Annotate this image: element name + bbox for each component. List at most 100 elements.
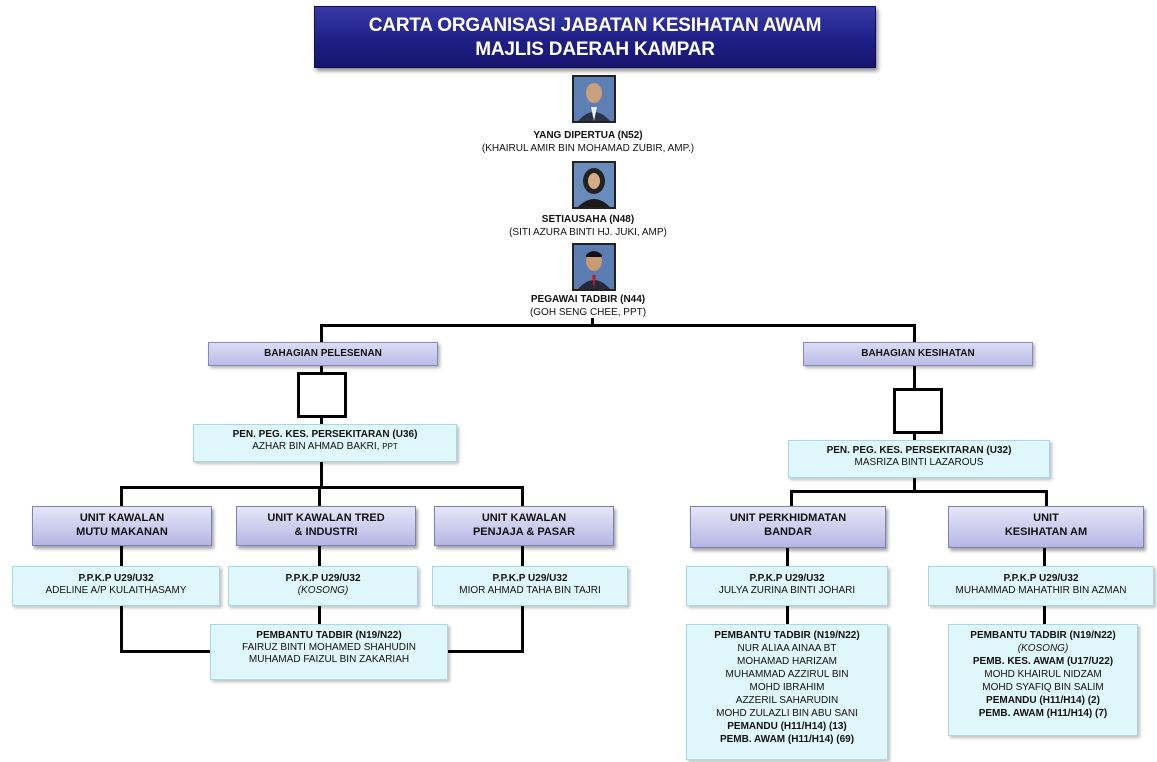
ppkp-box-perkhidmatan-bandar: P.P.K.P U29/U32 JULYA ZURINA BINTI JOHAR… bbox=[686, 566, 888, 606]
staff-box-pelesenan: PEMBANTU TADBIR (N19/N22) FAIRUZ BINTI M… bbox=[210, 624, 448, 680]
ppkp-title: P.P.K.P U29/U32 bbox=[492, 573, 568, 584]
officer-right-name: MASRIZA BINTI LAZAROUS bbox=[854, 457, 984, 468]
connector-left-units-horizontal bbox=[120, 486, 524, 489]
connector bbox=[1043, 548, 1046, 568]
connector bbox=[120, 546, 123, 568]
staff-name: FAIRUZ BINTI MOHAMED SHAHUDIN bbox=[242, 642, 416, 653]
connector bbox=[913, 478, 916, 492]
ppkp-title: P.P.K.P U29/U32 bbox=[78, 573, 154, 584]
ppkp-name: JULYA ZURINA BINTI JOHARI bbox=[718, 585, 856, 596]
connector bbox=[786, 606, 789, 624]
unit-label-line2: BANDAR bbox=[764, 526, 812, 538]
connector bbox=[446, 650, 524, 653]
unit-label-line1: UNIT PERKHIDMATAN bbox=[729, 512, 847, 524]
unit-label-line1: UNIT bbox=[1033, 512, 1059, 524]
ppkp-title: P.P.K.P U29/U32 bbox=[1003, 573, 1079, 584]
staff-title: PEMBANTU TADBIR (N19/N22) bbox=[970, 630, 1116, 641]
staff-name: MUHAMMAD AZZIRUL BIN bbox=[725, 669, 849, 680]
staff-subtitle: PEMB. KES. AWAM (U17/U22) bbox=[972, 656, 1114, 667]
connector bbox=[790, 490, 793, 508]
ppkp-name: (KOSONG) bbox=[297, 585, 349, 596]
connector bbox=[521, 546, 524, 568]
pegawai-tadbir-name: (GOH SENG CHEE, PPT) bbox=[529, 307, 647, 318]
unit-mutu-makanan: UNIT KAWALAN MUTU MAKANAN bbox=[32, 506, 212, 546]
officer-left-suffix: PPT bbox=[382, 442, 398, 451]
unit-kesihatan-am: UNIT KESIHATAN AM bbox=[948, 506, 1144, 548]
connector bbox=[120, 650, 212, 653]
yang-dipertua-photo bbox=[572, 75, 616, 123]
connector-top-stem bbox=[591, 318, 594, 326]
connector-left-drop bbox=[320, 324, 323, 344]
staff-pemandu: PEMANDU (H11/H14) (13) bbox=[727, 721, 847, 732]
connector bbox=[521, 606, 524, 652]
officer-left-title: PEN. PEG. KES. PERSEKITARAN (U36) bbox=[232, 429, 418, 440]
staff-pemandu: PEMANDU (H11/H14) (2) bbox=[986, 695, 1100, 706]
connector bbox=[320, 462, 323, 488]
staff-title: PEMBANTU TADBIR (N19/N22) bbox=[256, 630, 402, 641]
unit-label-line2: & INDUSTRI bbox=[294, 526, 358, 538]
staff-name: MOHD SYAFIQ BIN SALIM bbox=[982, 682, 1104, 693]
connector-right-units-horizontal bbox=[790, 490, 1048, 493]
officer-right-box: PEN. PEG. KES. PERSEKITARAN (U32) MASRIZ… bbox=[788, 440, 1050, 478]
connector bbox=[521, 486, 524, 508]
staff-name: MOHD ZULAZLI BIN ABU SANI bbox=[716, 708, 858, 719]
connector bbox=[913, 434, 916, 442]
staff-name: NUR ALIAA AINAA BT bbox=[737, 643, 837, 654]
unit-label-line2: KESIHATAN AM bbox=[1004, 526, 1088, 538]
yang-dipertua-name: (KHAIRUL AMIR BIN MOHAMAD ZUBIR, AMP.) bbox=[481, 143, 695, 154]
connector bbox=[120, 486, 123, 508]
staff-pemb-awam: PEMB. AWAM (H11/H14) (69) bbox=[719, 734, 855, 745]
connector bbox=[1043, 606, 1046, 624]
unit-label-line2: PENJAJA & PASAR bbox=[472, 526, 576, 538]
ppkp-box-penjaja-pasar: P.P.K.P U29/U32 MIOR AHMAD TAHA BIN TAJR… bbox=[432, 566, 628, 606]
officer-right-title: PEN. PEG. KES. PERSEKITARAN (U32) bbox=[826, 445, 1012, 456]
ppkp-title: P.P.K.P U29/U32 bbox=[285, 573, 361, 584]
staff-box-perkhidmatan-bandar: PEMBANTU TADBIR (N19/N22) NUR ALIAA AINA… bbox=[686, 624, 888, 760]
staff-box-kesihatan-am: PEMBANTU TADBIR (N19/N22) (KOSONG) PEMB.… bbox=[948, 624, 1138, 736]
chart-title-line2: MAJLIS DAERAH KAMPAR bbox=[475, 39, 715, 60]
connector bbox=[318, 486, 321, 508]
pegawai-tadbir-photo bbox=[572, 243, 616, 291]
setiausaha-photo bbox=[572, 161, 616, 209]
yang-dipertua-title: YANG DIPERTUA (N52) bbox=[533, 130, 643, 141]
ppkp-box-kesihatan-am: P.P.K.P U29/U32 MUHAMMAD MAHATHIR BIN AZ… bbox=[928, 566, 1154, 606]
setiausaha-title: SETIAUSAHA (N48) bbox=[541, 214, 635, 225]
pegawai-tadbir-title: PEGAWAI TADBIR (N44) bbox=[530, 294, 646, 305]
officer-left-name: AZHAR BIN AHMAD BAKRI, bbox=[252, 441, 380, 452]
empty-position-box-right bbox=[893, 388, 943, 434]
connector bbox=[318, 546, 321, 568]
ppkp-name: MUHAMMAD MAHATHIR BIN AZMAN bbox=[955, 585, 1127, 596]
connector bbox=[318, 606, 321, 624]
staff-name: MUHAMAD FAIZUL BIN ZAKARIAH bbox=[248, 654, 410, 665]
unit-label-line1: UNIT KAWALAN bbox=[481, 512, 567, 524]
empty-position-box-left bbox=[297, 372, 347, 418]
division-pelesenan: BAHAGIAN PELESENAN bbox=[208, 342, 438, 366]
connector-top-horizontal bbox=[320, 324, 916, 327]
staff-name: MOHD IBRAHIM bbox=[749, 682, 825, 693]
unit-perkhidmatan-bandar: UNIT PERKHIDMATAN BANDAR bbox=[690, 506, 886, 548]
ppkp-box-tred-industri: P.P.K.P U29/U32 (KOSONG) bbox=[228, 566, 418, 606]
connector bbox=[320, 366, 323, 374]
staff-name: AZZERIL SAHARUDIN bbox=[735, 695, 839, 706]
staff-name: MOHAMAD HARIZAM bbox=[737, 656, 837, 667]
unit-penjaja-pasar: UNIT KAWALAN PENJAJA & PASAR bbox=[434, 506, 614, 546]
division-kesihatan: BAHAGIAN KESIHATAN bbox=[803, 342, 1033, 366]
unit-label-line1: UNIT KAWALAN bbox=[79, 512, 165, 524]
staff-title: PEMBANTU TADBIR (N19/N22) bbox=[714, 630, 860, 641]
staff-kosong: (KOSONG) bbox=[1017, 643, 1069, 654]
ppkp-name: ADELINE A/P KULAITHASAMY bbox=[45, 585, 187, 596]
ppkp-box-mutu-makanan: P.P.K.P U29/U32 ADELINE A/P KULAITHASAMY bbox=[12, 566, 220, 606]
unit-label-line2: MUTU MAKANAN bbox=[76, 526, 168, 538]
connector bbox=[320, 418, 323, 426]
chart-title-line1: CARTA ORGANISASI JABATAN KESIHATAN AWAM bbox=[368, 15, 822, 36]
connector bbox=[786, 548, 789, 568]
chart-title-banner: CARTA ORGANISASI JABATAN KESIHATAN AWAM … bbox=[314, 6, 876, 68]
connector bbox=[120, 606, 123, 652]
setiausaha-name: (SITI AZURA BINTI HJ. JUKI, AMP) bbox=[509, 227, 667, 238]
unit-tred-industri: UNIT KAWALAN TRED & INDUSTRI bbox=[236, 506, 416, 546]
connector bbox=[913, 366, 916, 390]
staff-pemb-awam: PEMB. AWAM (H11/H14) (7) bbox=[978, 708, 1108, 719]
staff-name: MOHD KHAIRUL NIDZAM bbox=[984, 669, 1102, 680]
ppkp-title: P.P.K.P U29/U32 bbox=[749, 573, 825, 584]
ppkp-name: MIOR AHMAD TAHA BIN TAJRI bbox=[459, 585, 601, 596]
